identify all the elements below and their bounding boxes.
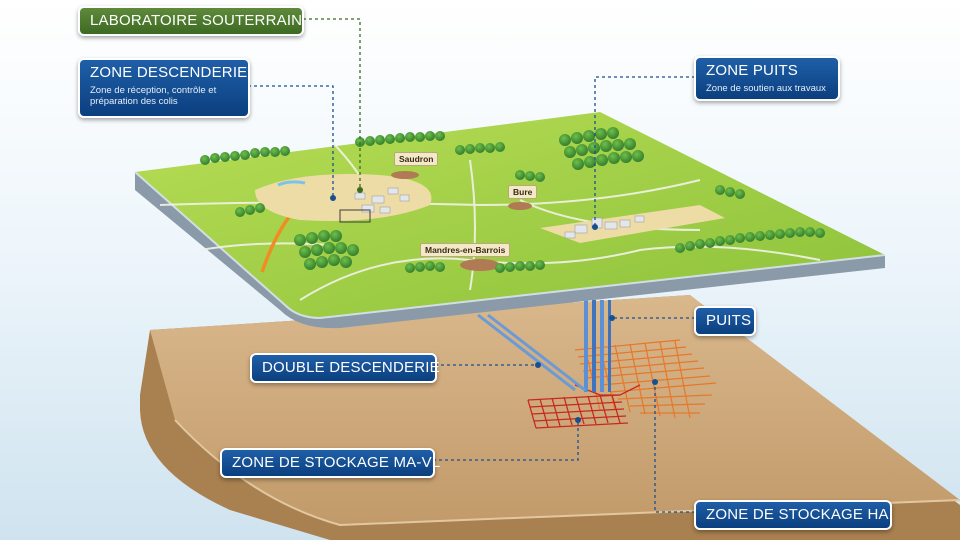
label-laboratoire-souterrain: LABORATOIRE SOUTERRAIN — [78, 6, 304, 36]
double-descenderie-ramps — [477, 313, 586, 392]
shafts — [584, 300, 611, 392]
mavl-storage-grid — [527, 384, 641, 429]
label-title: LABORATOIRE SOUTERRAIN — [90, 12, 303, 29]
label-title: ZONE DE STOCKAGE HA — [706, 506, 889, 523]
label-zone-stockage-mavl: ZONE DE STOCKAGE MA-VL — [220, 448, 441, 478]
label-title: ZONE DESCENDERIE — [90, 64, 248, 81]
label-subtitle: Zone de soutien aux travaux — [706, 83, 826, 94]
label-zone-puits: ZONE PUITS Zone de soutien aux travaux — [694, 56, 840, 101]
label-title: DOUBLE DESCENDERIE — [262, 359, 440, 376]
tree-clusters — [200, 127, 825, 273]
village-label-mandres: Mandres-en-Barrois — [420, 243, 511, 257]
label-title: ZONE PUITS — [706, 62, 799, 79]
leader-dots — [330, 187, 658, 423]
leader-lines — [248, 18, 695, 513]
label-title: PUITS — [706, 312, 752, 329]
village-label-saudron: Saudron — [394, 152, 439, 166]
label-subtitle: Zone de réception, contrôle et préparati… — [90, 85, 217, 107]
label-double-descenderie: DOUBLE DESCENDERIE — [250, 353, 440, 383]
label-puits: PUITS — [694, 306, 756, 336]
surface-slab — [134, 112, 886, 329]
label-zone-descenderie: ZONE DESCENDERIE Zone de réception, cont… — [78, 58, 250, 118]
label-zone-stockage-ha: ZONE DE STOCKAGE HA — [694, 500, 892, 530]
village-label-bure: Bure — [508, 185, 538, 199]
label-title: ZONE DE STOCKAGE MA-VL — [232, 454, 441, 471]
